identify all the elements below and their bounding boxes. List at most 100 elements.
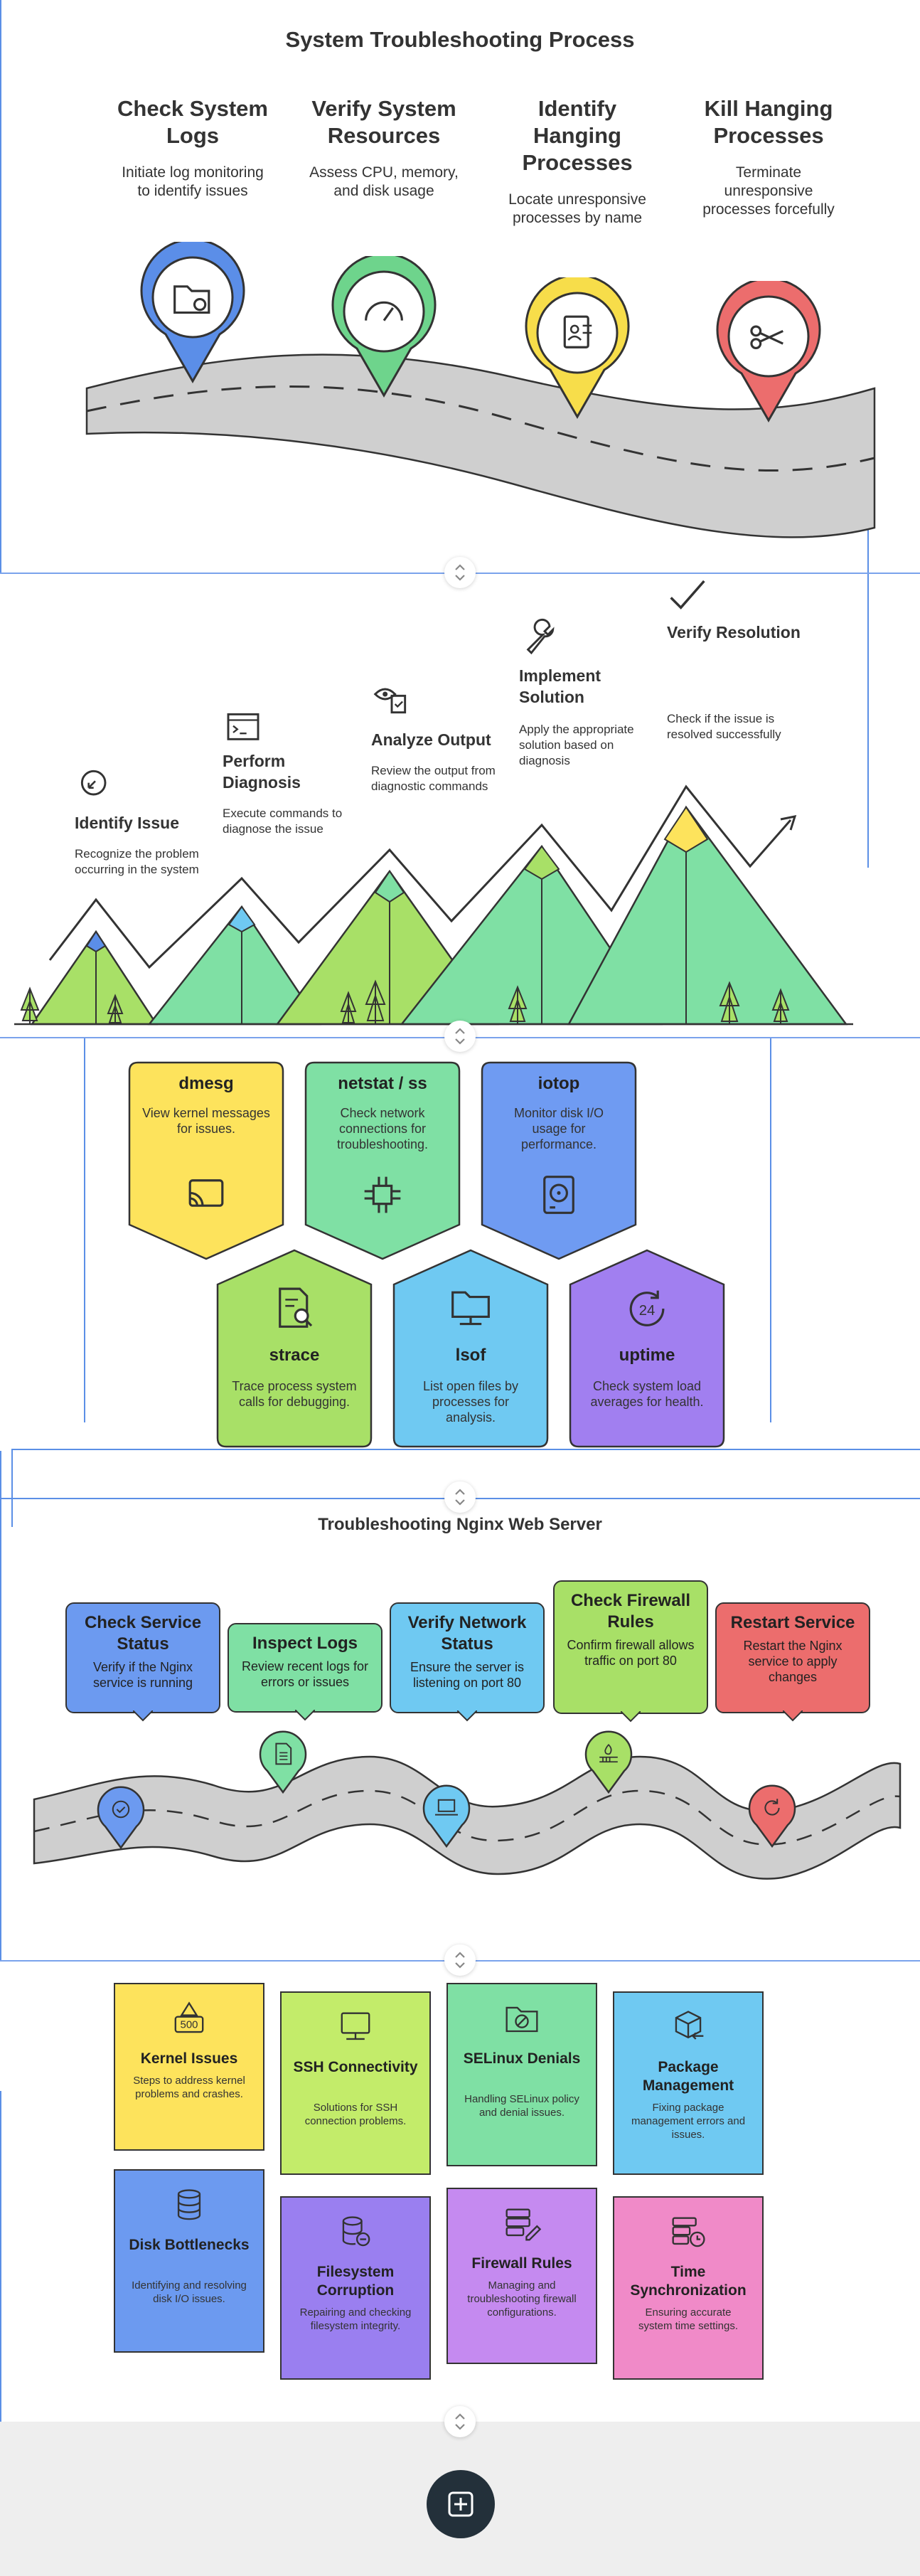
marker-icon-wrap <box>429 1791 464 1825</box>
guide-line <box>770 1037 771 1422</box>
tool-icon-wrap <box>532 1168 586 1222</box>
gauge-check-icon <box>112 1800 130 1819</box>
tool-description: View kernel messages for issues. <box>142 1106 270 1136</box>
add-button[interactable] <box>427 2470 495 2538</box>
stage-title: Identify Issue <box>75 814 179 832</box>
note-title: Time Synchronization <box>630 2264 747 2299</box>
step-title: Kill Hanging Processes <box>704 96 833 148</box>
note-description: Handling SELinux policy and denial issue… <box>464 2093 579 2119</box>
road-marker <box>257 1730 309 1794</box>
step-icon-wrap <box>166 270 220 324</box>
folder-gear-icon <box>173 285 210 314</box>
expand-toggle[interactable] <box>444 1021 476 1052</box>
step-description: Assess CPU, memory, and disk usage <box>309 164 459 199</box>
step-description: Locate unresponsive processes by name <box>508 191 646 226</box>
note-title: Filesystem Corruption <box>316 2264 395 2299</box>
marker-icon-wrap <box>266 1737 300 1771</box>
tool-icon-wrap <box>355 1168 410 1222</box>
scissors-icon <box>750 325 783 350</box>
note-icon-wrap <box>166 2183 212 2229</box>
nginx-step-title: Restart Service <box>730 1613 855 1632</box>
note-title: SELinux Denials <box>463 2050 581 2067</box>
section-title: System Troubleshooting Process <box>285 27 635 52</box>
clock-24-icon: 24 <box>629 1290 665 1326</box>
chip-icon <box>364 1176 401 1213</box>
wrench-icon <box>526 618 555 655</box>
note-description: Repairing and checking filesystem integr… <box>299 2306 412 2332</box>
stage-title: Verify Resolution <box>667 623 801 642</box>
note-title: Firewall Rules <box>471 2255 572 2272</box>
step-icon-wrap <box>357 284 411 339</box>
svg-text:500: 500 <box>181 2019 198 2031</box>
folder-network-icon <box>451 1291 490 1326</box>
note-title: Disk Bottlenecks <box>129 2237 250 2253</box>
road-marker <box>421 1784 472 1848</box>
guide-line <box>84 1037 85 1422</box>
note-icon-wrap: 500 <box>166 1997 212 2043</box>
stage-description: Recognize the problem occurring in the s… <box>75 847 199 876</box>
stage-title: Analyze Output <box>371 730 491 749</box>
package-icon <box>675 2011 704 2040</box>
step-title: Check System Logs <box>117 96 268 148</box>
restart-icon <box>764 1799 780 1816</box>
location-pin <box>522 274 633 420</box>
note-title: SSH Connectivity <box>293 2059 418 2075</box>
tool-title: lsof <box>455 1346 486 1365</box>
note-icon-wrap <box>333 2006 378 2051</box>
road <box>85 353 876 538</box>
terminal-icon <box>227 713 260 740</box>
tool-description: Check network connections for troublesho… <box>336 1106 429 1151</box>
tool-title: dmesg <box>178 1074 234 1093</box>
note-icon-wrap <box>665 2006 711 2051</box>
step-icon-wrap <box>550 306 604 360</box>
expand-toggle[interactable] <box>444 2406 476 2437</box>
note-icon-wrap <box>665 2210 711 2256</box>
stage-title: Implement Solution <box>519 666 601 706</box>
tool-icon-wrap: 24 <box>620 1282 674 1336</box>
search-arrow-icon <box>80 770 107 796</box>
expand-toggle[interactable] <box>444 1481 476 1513</box>
marker-icon-wrap <box>592 1737 626 1771</box>
note-title: Kernel Issues <box>140 2050 238 2067</box>
id-document-icon <box>563 315 592 348</box>
tool-title: uptime <box>619 1346 675 1365</box>
guide-line <box>867 512 869 868</box>
expand-toggle[interactable] <box>444 557 476 588</box>
folder-block-icon <box>506 2006 538 2033</box>
tool-title: strace <box>269 1346 320 1365</box>
stage-description: Apply the appropriate solution based on … <box>519 723 634 767</box>
nginx-step-description: Restart the Nginx service to apply chang… <box>743 1639 843 1684</box>
tool-title: iotop <box>537 1074 580 1093</box>
step-description: Initiate log monitoring to identify issu… <box>122 164 264 199</box>
database-icon <box>177 2189 201 2220</box>
tool-icon-wrap <box>444 1282 498 1336</box>
firewall-icon <box>599 1743 618 1763</box>
plus-square-icon <box>448 2491 474 2517</box>
location-pin <box>137 238 248 384</box>
database-minus-icon <box>342 2216 370 2247</box>
stage-icon-wrap <box>70 760 120 809</box>
tool-description: Trace process system calls for debugging… <box>232 1379 357 1409</box>
stage-icon-wrap <box>515 613 565 663</box>
stage-icon-wrap <box>367 674 417 724</box>
checkmark-icon <box>670 580 705 610</box>
step-icon-wrap <box>742 309 796 363</box>
step-title: Identify Hanging Processes <box>522 96 633 175</box>
expand-toggle[interactable] <box>444 1944 476 1976</box>
nginx-step-title: Check Service Status <box>84 1613 202 1654</box>
note-description: Steps to address kernel problems and cra… <box>133 2075 245 2100</box>
cast-icon <box>188 1179 224 1207</box>
server-clock-icon <box>672 2217 705 2247</box>
